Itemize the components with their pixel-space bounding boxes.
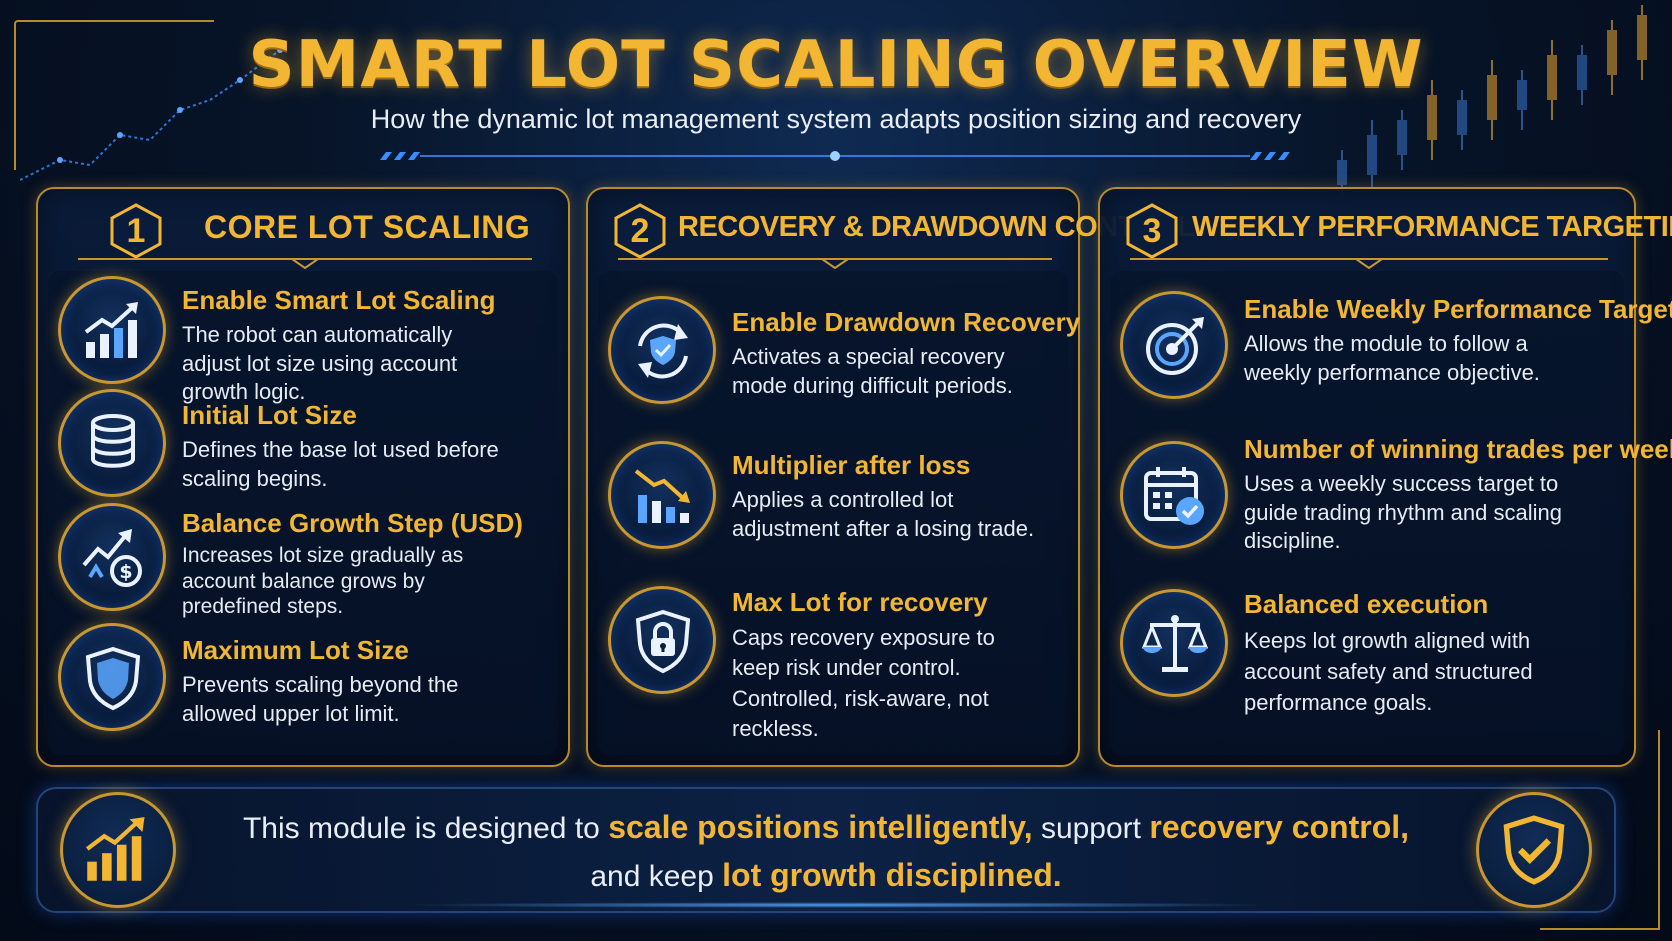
item-description: Defines the base lot used before scaling… [182,437,499,491]
item-maximum-lot-size: Maximum Lot Size Prevents scaling beyond… [48,621,562,736]
target-icon [1120,291,1228,399]
panel-core-lot-scaling: 1 CORE LOT SCALING Enable Smart Lot Scal… [36,187,570,767]
item-title: Enable Drawdown Recovery [732,307,1081,337]
scales-icon [1120,589,1228,697]
item-title: Number of winning trades per week [1244,434,1672,464]
declining-bars-icon [608,441,716,549]
item-balance-growth-step: $ Balance Growth Step (USD) Increases lo… [48,501,562,618]
header-divider [78,258,532,269]
summary-part-1: This module is designed to [242,812,600,845]
item-title: Max Lot for recovery [732,587,988,617]
item-description: Allows the module to follow a weekly per… [1244,331,1540,385]
summary-part-3: and keep [590,860,714,893]
item-description: Caps recovery exposure to keep risk unde… [732,625,995,742]
growth-chart-icon [58,276,166,384]
item-description: Keeps lot growth aligned with account sa… [1244,628,1533,716]
shield-icon [58,623,166,731]
item-description: Activates a special recovery mode during… [732,344,1013,398]
summary-highlight-2: recovery control, [1149,809,1410,845]
shield-check-icon [1476,792,1592,908]
item-enable-smart-lot-scaling: Enable Smart Lot Scaling The robot can a… [48,271,562,404]
item-title: Multiplier after loss [732,450,971,480]
panel-body: Enable Weekly Performance Target Allows … [1110,271,1672,755]
panel-body: Enable Drawdown Recovery Activates a spe… [598,271,1080,755]
calendar-check-icon [1120,441,1228,549]
panel-title: CORE LOT SCALING [204,209,531,245]
panel-header: 3 WEEKLY PERFORMANCE TARGETING [1100,197,1672,259]
panel-title: WEEKLY PERFORMANCE TARGETING [1192,211,1672,243]
svg-text:$: $ [119,561,132,583]
item-balanced-execution: Balanced execution Keeps lot growth alig… [1110,589,1628,739]
panel-weekly-performance-targeting: 3 WEEKLY PERFORMANCE TARGETING Enable We… [1098,187,1672,767]
summary-text: This module is designed to scale positio… [218,803,1434,899]
number-badge-1: 1 [108,203,164,259]
item-description: The robot can automatically adjust lot s… [182,322,458,405]
item-max-lot-for-recovery: Max Lot for recovery Caps recovery expos… [598,581,1072,741]
page-subtitle: How the dynamic lot management system ad… [370,104,1302,134]
item-description: Uses a weekly success target to guide tr… [1244,471,1562,554]
trend-line-decoration [20,47,283,181]
item-multiplier-after-loss: Multiplier after loss Applies a controll… [598,436,1072,576]
recovery-shield-refresh-icon [608,296,716,404]
panel-header: 2 RECOVERY & DRAWDOWN CONTROL [588,197,1195,259]
balance-growth-dollar-icon: $ [58,503,166,611]
item-description: Increases lot size gradually as account … [182,544,464,619]
item-enable-weekly-performance-target: Enable Weekly Performance Target Allows … [1110,286,1672,426]
candlestick-decoration [1337,5,1647,195]
page-title: SMART LOT SCALING OVERVIEW [248,28,1424,102]
panel-recovery-drawdown-control: 2 RECOVERY & DRAWDOWN CONTROL Enable Dra… [586,187,1195,767]
item-description: Applies a controlled lot adjustment afte… [732,487,1035,541]
item-description: Prevents scaling beyond the allowed uppe… [182,672,459,726]
subtitle-divider [380,151,1290,161]
growth-chart-icon [60,792,176,908]
database-stack-icon [58,389,166,497]
lock-shield-icon [608,586,716,694]
item-enable-drawdown-recovery: Enable Drawdown Recovery Activates a spe… [598,291,1080,431]
number-badge-3: 3 [1124,203,1180,259]
item-title: Balanced execution [1244,589,1489,619]
summary-footer: This module is designed to scale positio… [36,787,1616,913]
item-title: Balance Growth Step (USD) [182,508,523,538]
item-winning-trades-per-week: Number of winning trades per week Uses a… [1110,434,1672,576]
header-divider [1130,258,1608,269]
item-title: Maximum Lot Size [182,635,409,665]
header-divider [618,258,1052,269]
item-title: Initial Lot Size [182,400,357,430]
panel-body: Enable Smart Lot Scaling The robot can a… [48,271,558,755]
item-initial-lot-size: Initial Lot Size Defines the base lot us… [48,386,562,501]
bottom-glow-line [400,902,1280,908]
summary-highlight-3: lot growth disciplined. [722,857,1062,893]
number-badge-2: 2 [612,203,668,259]
summary-part-2: support [1040,812,1142,845]
item-title: Enable Smart Lot Scaling [182,285,496,315]
panel-header: 1 CORE LOT SCALING [38,197,568,259]
item-title: Enable Weekly Performance Target [1244,294,1672,324]
summary-highlight-1: scale positions intelligently, [608,809,1033,845]
